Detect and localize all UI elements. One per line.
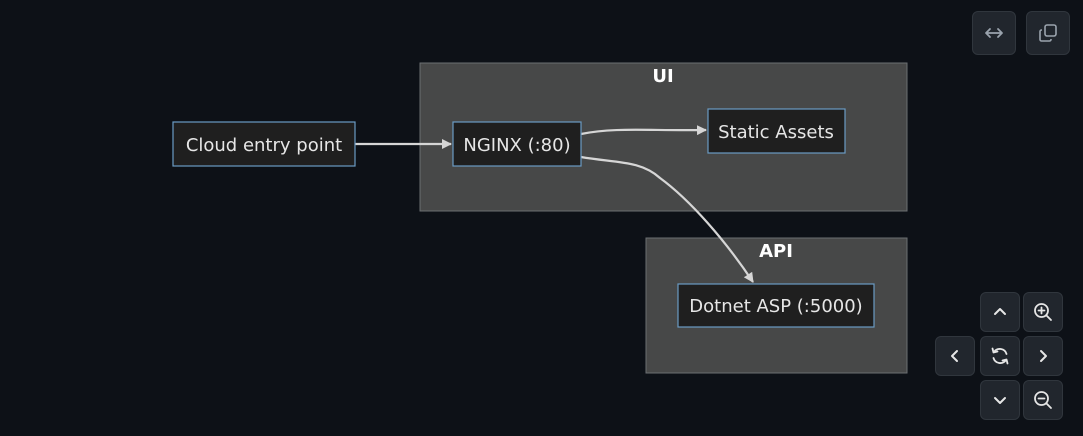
pan-down-button[interactable]	[980, 380, 1020, 420]
copy-button[interactable]	[1026, 11, 1070, 55]
node-dotnet-label: Dotnet ASP (:5000)	[689, 296, 862, 317]
edge-nginx-to-dotnet	[580, 155, 754, 283]
pan-up-button[interactable]	[980, 292, 1020, 332]
node-static-assets[interactable]: Static Assets	[707, 108, 846, 154]
node-cloud-box	[172, 121, 356, 167]
node-cloud-label: Cloud entry point	[186, 135, 342, 156]
cluster-api-label: API	[759, 241, 793, 262]
copy-icon	[1039, 24, 1057, 42]
zoom-out-icon	[1034, 391, 1052, 409]
zoom-in-icon	[1034, 303, 1052, 321]
zoom-in-button[interactable]	[1023, 292, 1063, 332]
chevron-left-icon	[951, 350, 958, 362]
node-dotnet-asp[interactable]: Dotnet ASP (:5000)	[677, 283, 875, 328]
cluster-ui-label: UI	[652, 66, 673, 87]
node-dotnet-box	[677, 283, 875, 328]
node-nginx-label: NGINX (:80)	[463, 135, 570, 156]
node-static-label: Static Assets	[718, 122, 834, 143]
reset-icon	[991, 347, 1009, 365]
reset-view-button[interactable]	[980, 336, 1020, 376]
chevron-up-icon	[994, 308, 1006, 315]
pan-left-button[interactable]	[935, 336, 975, 376]
node-nginx-box	[452, 121, 582, 167]
fullscreen-button[interactable]	[972, 11, 1016, 55]
pan-right-button[interactable]	[1023, 336, 1063, 376]
chevron-right-icon	[1040, 350, 1047, 362]
node-cloud-entry-point[interactable]: Cloud entry point	[172, 121, 356, 167]
zoom-out-button[interactable]	[1023, 380, 1063, 420]
edge-nginx-to-static	[580, 125, 707, 136]
node-nginx[interactable]: NGINX (:80)	[452, 121, 582, 167]
horizontal-expand-icon	[985, 28, 1003, 38]
node-static-box	[707, 108, 846, 154]
chevron-down-icon	[994, 397, 1006, 404]
